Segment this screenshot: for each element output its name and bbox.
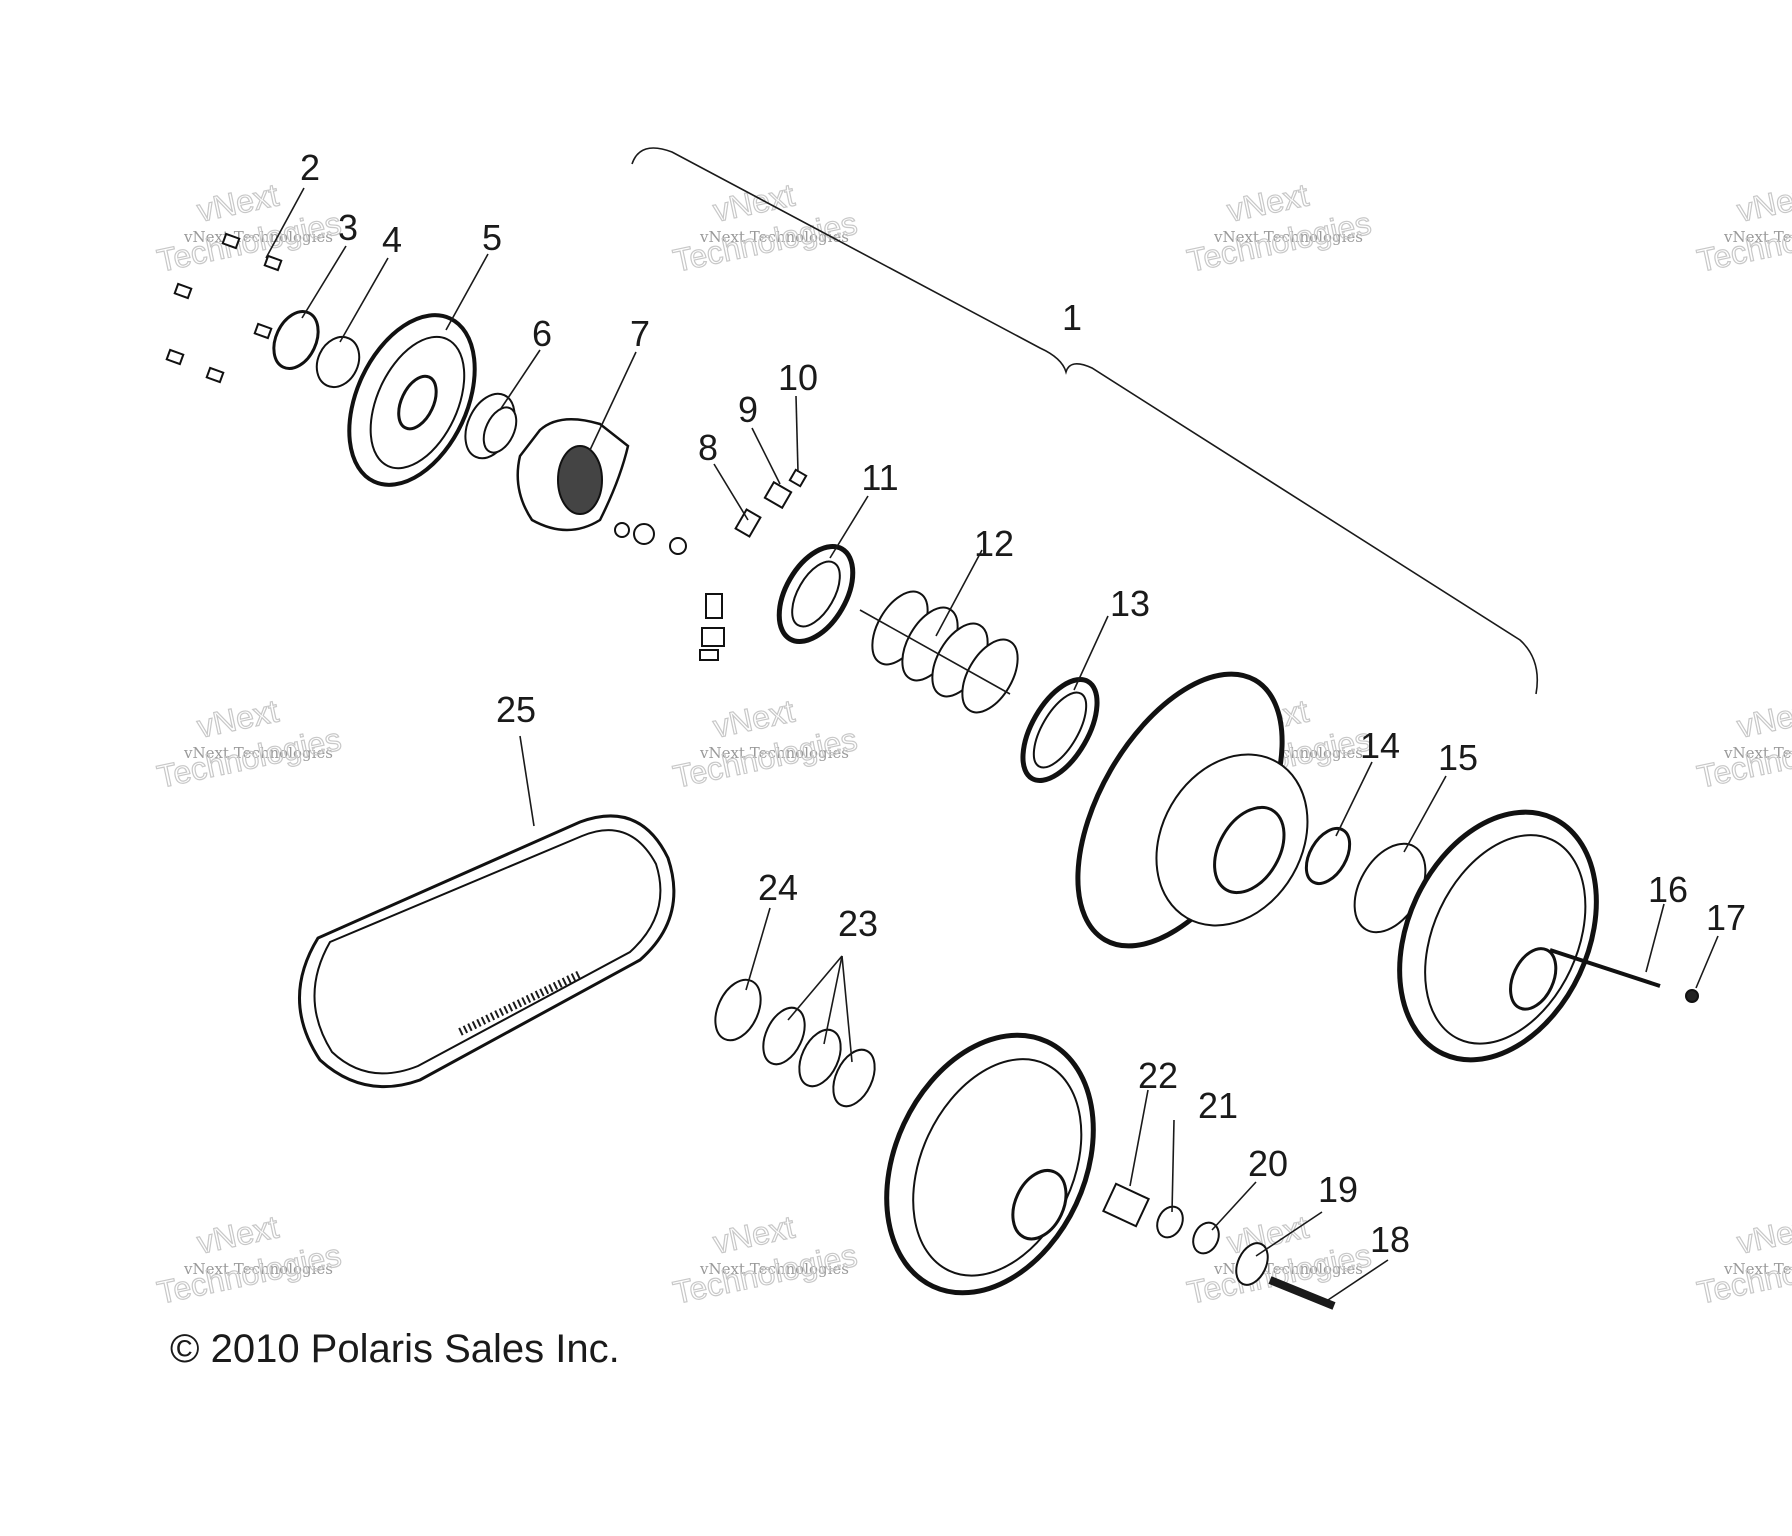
- callout-22: 22: [1138, 1055, 1178, 1096]
- fastener-stack: [1102, 1182, 1336, 1310]
- watermark-line2: vNext Technologies: [1723, 744, 1792, 762]
- watermark-line2: vNext Technologies: [699, 744, 849, 762]
- watermark-line2: vNext Technologies: [699, 1260, 849, 1278]
- callout-16: 16: [1648, 869, 1688, 910]
- callout-13: 13: [1110, 583, 1150, 624]
- o-ring: [315, 335, 361, 389]
- callout-24: 24: [758, 867, 798, 908]
- spider-assembly: [516, 418, 687, 555]
- fixed-sheave: [1397, 809, 1599, 1063]
- assembly-bracket: [631, 147, 1539, 695]
- callout-14: 14: [1360, 725, 1400, 766]
- callout-19: 19: [1318, 1169, 1358, 1210]
- shim-washers: [714, 978, 876, 1108]
- washer-14: [1304, 827, 1352, 885]
- drive-belt: [298, 814, 676, 1089]
- callout-11: 11: [861, 457, 898, 498]
- callout-8: 8: [698, 427, 718, 468]
- moveable-sheave: [1075, 671, 1309, 949]
- bolt-set: [165, 232, 283, 384]
- spring: [859, 590, 1019, 714]
- watermark-line1: vNext: [1734, 693, 1792, 745]
- leader-lines: [265, 187, 1719, 1301]
- callout-7: 7: [630, 313, 650, 354]
- driven-cover: [347, 313, 477, 487]
- callout-20: 20: [1248, 1143, 1288, 1184]
- callout-23: 23: [838, 903, 878, 944]
- watermark-line2: vNext Technologies: [1213, 228, 1363, 246]
- watermark-line2: vNext Technologies: [699, 228, 849, 246]
- callout-15: 15: [1438, 737, 1478, 778]
- callout-2: 2: [300, 147, 320, 188]
- watermark-line2: vNext Technologies: [183, 1260, 333, 1278]
- watermark-line2: vNext Technologies: [1723, 228, 1792, 246]
- callout-18: 18: [1370, 1219, 1410, 1260]
- snap-ring: [272, 310, 320, 370]
- watermark-line2: vNext Technologies: [183, 744, 333, 762]
- callout-17: 17: [1706, 897, 1746, 938]
- pin: [1549, 948, 1661, 988]
- bushing: [464, 392, 518, 460]
- callout-3: 3: [338, 207, 358, 248]
- watermark-line2: vNext Technologies: [183, 228, 333, 246]
- callout-21: 21: [1198, 1085, 1238, 1126]
- watermark-line2: vNext Technologies: [1723, 1260, 1792, 1278]
- callout-labels: 1 2 3 4 5 6 7 8 9 10 11 12 13 14 15 16 1…: [300, 147, 1746, 1260]
- callout-6: 6: [532, 313, 552, 354]
- callout-25: 25: [496, 689, 536, 730]
- callout-1: 1: [1062, 297, 1082, 338]
- callout-9: 9: [738, 389, 758, 430]
- watermark-line1: vNext: [1734, 177, 1792, 229]
- callout-4: 4: [382, 219, 402, 260]
- callout-10: 10: [778, 357, 818, 398]
- watermark-line1: vNext: [1734, 1209, 1792, 1261]
- driven-sheave: [884, 1032, 1096, 1296]
- roller-parts: [699, 468, 808, 661]
- copyright-text: © 2010 Polaris Sales Inc.: [170, 1327, 620, 1371]
- callout-5: 5: [482, 217, 502, 258]
- nut: [1685, 989, 1699, 1003]
- seal: [776, 544, 856, 644]
- callout-12: 12: [974, 523, 1014, 564]
- ring: [1020, 677, 1100, 783]
